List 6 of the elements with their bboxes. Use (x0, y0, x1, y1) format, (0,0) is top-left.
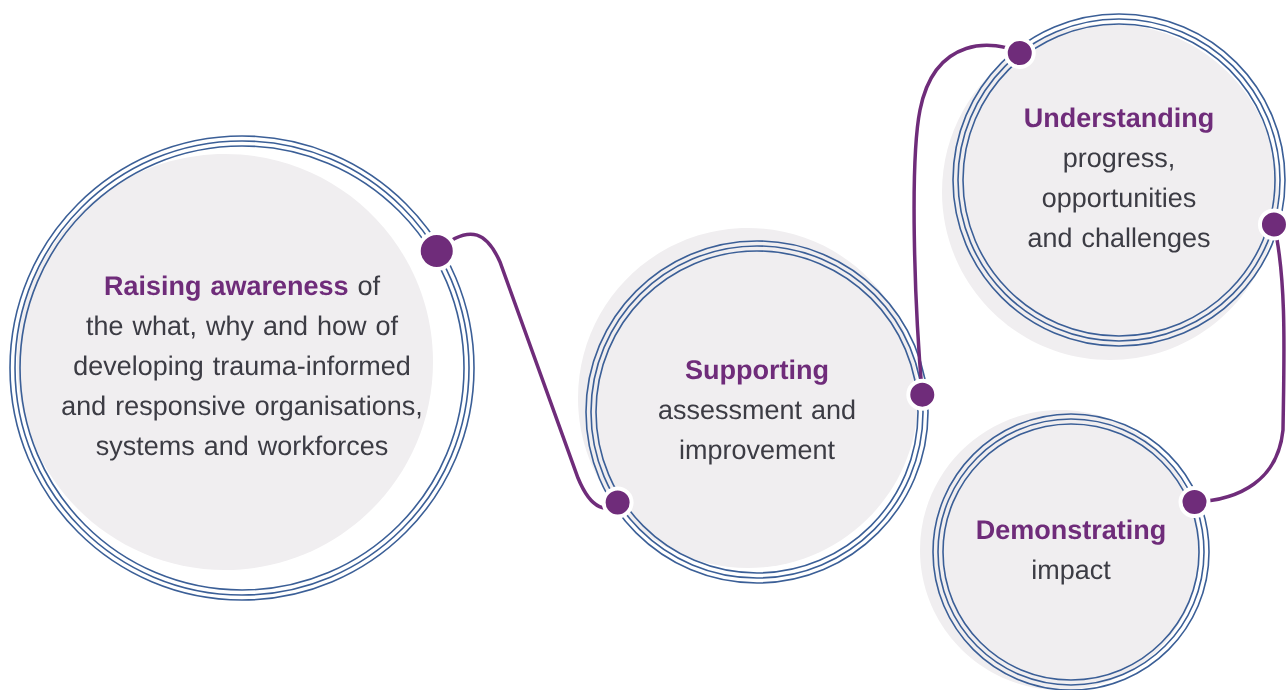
connector (1178, 208, 1286, 519)
connector (906, 37, 1036, 411)
circle-node: Supporting assessment and improvement (578, 228, 929, 584)
circle-node: Raising awareness of the what, why and how of developing trauma-informed and responsive organisations, systems and workforces (9, 135, 475, 601)
circle-node: Demonstrating impact (920, 410, 1210, 690)
circle-node: Understanding progress, opportunities and challenges (942, 13, 1286, 360)
